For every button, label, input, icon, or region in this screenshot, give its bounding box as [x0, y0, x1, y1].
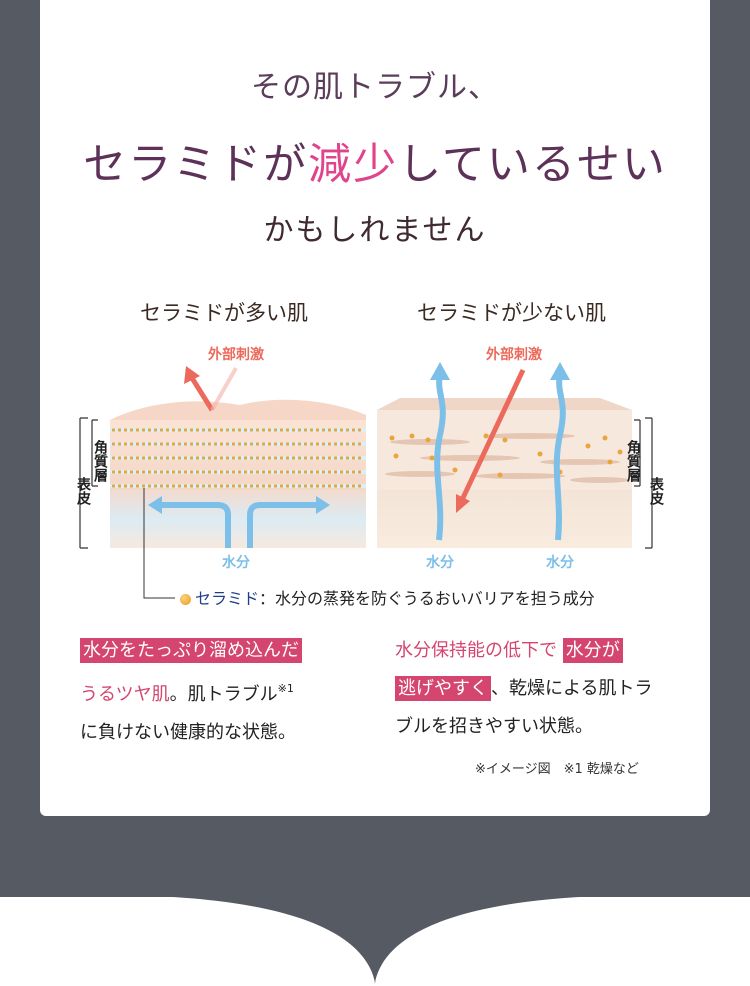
desc-pink: うるツヤ肌	[80, 684, 170, 705]
stratum-label-right: 角質層	[625, 439, 641, 483]
water-label-right-2: 水分	[546, 554, 574, 571]
stimulus-label-right: 外部刺激	[486, 346, 542, 363]
desc-text: 。肌トラブル	[169, 684, 278, 705]
section-notch	[0, 896, 750, 984]
right-diagram-title: セラミドが少ない肌	[417, 301, 606, 325]
ceramide-dot-icon	[180, 594, 191, 605]
content-card: その肌トラブル、 セラミドが減少しているせい かもしれません セラミドが多い肌 …	[40, 0, 710, 816]
desc-text: に負けない健康的な状態。	[80, 722, 296, 743]
footnote: ※イメージ図 ※1 乾燥など	[475, 762, 639, 777]
left-diagram-title: セラミドが多い肌	[140, 301, 308, 325]
desc-text: ブルを招きやすい状態。	[395, 716, 593, 737]
epidermis-label-right: 表皮	[648, 476, 665, 506]
headline-text: セラミドが	[83, 140, 309, 190]
desc-text: 、乾燥による肌トラ	[491, 678, 653, 699]
desc-highlight: 水分をたっぷり溜め込んだ	[80, 638, 302, 663]
ceramide-legend: セラミド：水分の蒸発を防ぐうるおいバリアを担う成分	[180, 585, 595, 609]
stimulus-label-left: 外部刺激	[208, 346, 264, 363]
epidermis-label-left: 表皮	[75, 476, 92, 506]
left-description: 水分をたっぷり溜め込んだ うるツヤ肌。肌トラブル※1 に負けない健康的な状態。	[80, 632, 370, 752]
right-description: 水分保持能の低下で 水分が 逃げやすく、乾燥による肌トラ ブルを招きやすい状態。	[395, 632, 695, 746]
footnote-ref: ※1	[277, 682, 294, 695]
desc-pink: 水分保持能の低下で	[395, 640, 557, 661]
skin-diagram: 角質層 表皮 外部刺激 水分	[75, 346, 665, 599]
headline-text: しているせい	[398, 140, 667, 190]
water-label-left: 水分	[222, 554, 250, 571]
stratum-label-left: 角質層	[92, 439, 108, 483]
headline-line-3: かもしれません	[263, 213, 487, 248]
legend-term: セラミド	[195, 589, 260, 608]
headline-highlight: 減少	[308, 140, 399, 190]
desc-highlight: 逃げやすく	[395, 676, 491, 701]
headline-line-1: その肌トラブル、	[251, 70, 499, 105]
desc-highlight: 水分が	[562, 638, 623, 663]
legend-definition: ：水分の蒸発を防ぐうるおいバリアを担う成分	[259, 589, 595, 608]
water-label-right-1: 水分	[426, 554, 454, 571]
headline-line-2: セラミドが減少しているせい	[40, 130, 710, 192]
